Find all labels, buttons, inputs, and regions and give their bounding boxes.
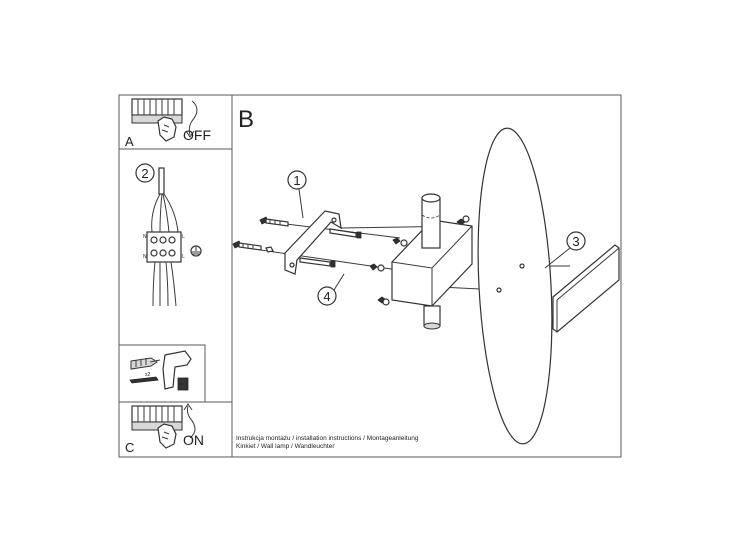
callout-1-number: 1 — [293, 173, 300, 188]
supply-cable-icon — [151, 167, 179, 233]
terminal-block-icon — [131, 405, 183, 431]
panel-c-letter: C — [125, 440, 134, 455]
caption-line-2: Kinkiet / Wall lamp / Wandleuchter — [236, 443, 335, 450]
caption-line-1: Instrukcja montażu / installation instru… — [236, 435, 419, 442]
cover-plate — [552, 244, 620, 333]
bracket-screws — [299, 228, 362, 268]
quantity-label: x2 — [145, 372, 151, 378]
panel-a-letter: A — [125, 134, 134, 149]
wiring-step: 2 N L N L — [135, 163, 202, 307]
connector-block-icon — [146, 231, 182, 263]
lamp-base-housing — [391, 193, 473, 330]
screw-and-plug-top — [259, 216, 289, 227]
tools-panel: x2 — [129, 350, 192, 391]
exploded-assembly-view — [232, 127, 620, 445]
tools-panel-frame — [118, 344, 206, 403]
hand-switch-icon — [157, 116, 177, 142]
mounting-bracket — [284, 210, 342, 275]
panel-a: A OFF — [125, 98, 211, 149]
panel-a-action: OFF — [183, 127, 211, 143]
terminal-label-n-top: N — [143, 234, 147, 240]
lamp-cable-icon — [152, 261, 177, 307]
panel-c-action: ON — [183, 432, 204, 448]
terminal-label-n-bottom: N — [143, 254, 147, 260]
outer-frame — [118, 94, 622, 458]
power-drill-icon — [149, 350, 192, 391]
wall-plug-icon — [130, 357, 158, 370]
screw-icon — [129, 376, 159, 384]
callout-3-number: 3 — [572, 234, 579, 249]
hand-switch-icon — [157, 423, 177, 449]
callout-4: 4 — [317, 273, 345, 306]
callout-1: 1 — [287, 170, 307, 219]
panel-c: C ON — [125, 403, 204, 455]
terminal-block-icon — [131, 98, 183, 124]
screw-and-plug-bottom — [232, 240, 274, 253]
step-2-number-circle — [135, 163, 155, 183]
callout-4-number: 4 — [323, 289, 330, 304]
callout-3: 3 — [544, 231, 586, 269]
terminal-label-l-bottom: L — [182, 254, 185, 260]
ground-symbol-icon — [190, 245, 202, 257]
oval-lamp-shade — [477, 127, 553, 445]
panel-b-letter: B — [238, 106, 254, 133]
curved-arrow-icon — [183, 403, 196, 439]
step-2-number: 2 — [141, 166, 148, 181]
terminal-label-l-top: L — [182, 234, 185, 240]
curved-arrow-icon — [185, 100, 198, 138]
